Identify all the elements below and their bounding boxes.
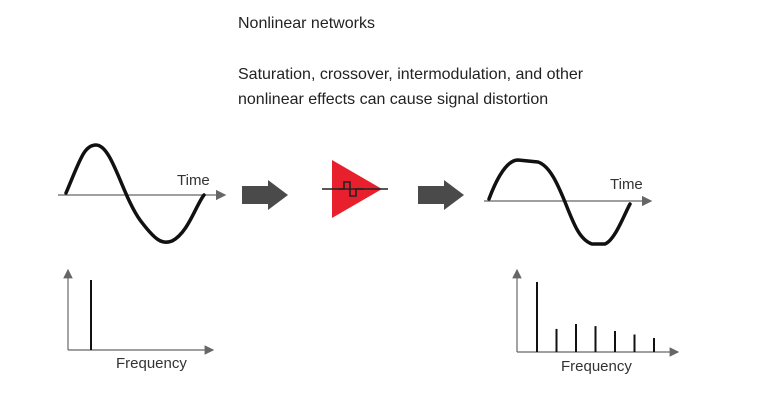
input-frequency-plot: Frequency	[63, 268, 215, 372]
output-frequency-label: Frequency	[561, 358, 632, 375]
input-frequency-label: Frequency	[116, 355, 187, 372]
page-title: Nonlinear networks	[238, 15, 375, 32]
input-time-label: Time	[177, 172, 210, 189]
description-line-1: Saturation, crossover, intermodulation, …	[238, 66, 584, 83]
amplifier-icon	[322, 160, 388, 218]
output-time-label: Time	[610, 176, 643, 193]
input-time-plot: Time	[58, 143, 227, 244]
output-frequency-plot: Frequency	[512, 268, 680, 375]
output-distorted-wave	[487, 158, 632, 246]
right-arrow-icon	[418, 180, 464, 210]
output-time-plot: Time	[484, 158, 653, 246]
description: Saturation, crossover, intermodulation, …	[238, 62, 658, 112]
description-line-2: nonlinear effects can cause signal disto…	[238, 91, 549, 108]
right-arrow-icon	[242, 180, 288, 210]
input-sine-wave	[64, 143, 206, 244]
